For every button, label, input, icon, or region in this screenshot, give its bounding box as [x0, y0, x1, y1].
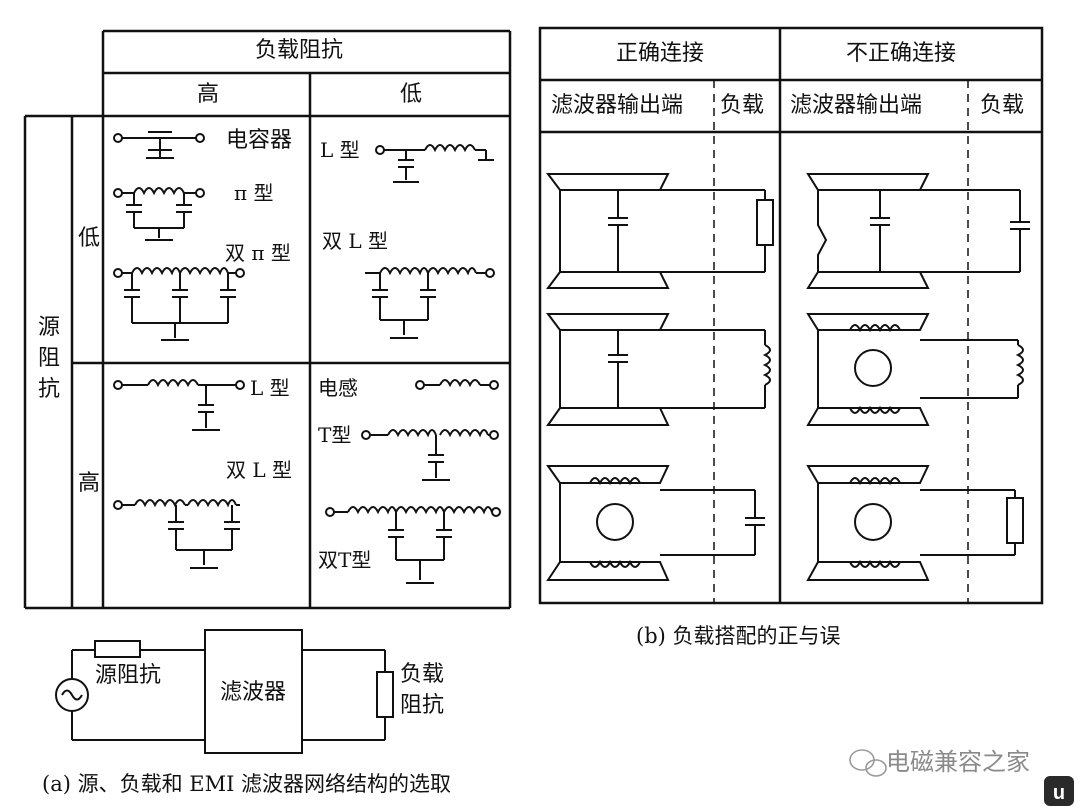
load-label-incorrect: 负载 — [980, 93, 1025, 118]
caption-b: (b) 负载搭配的正与误 — [636, 624, 841, 648]
double-t-type-label: 双T型 — [318, 548, 372, 572]
caption-a: (a) 源、负载和 EMI 滤波器网络结构的选取 — [42, 772, 452, 796]
l-type-label-top: L 型 — [320, 138, 360, 162]
t-type-label: T型 — [318, 423, 352, 447]
pi-type-label: π 型 — [234, 181, 274, 205]
app-corner-icon: u — [1044, 776, 1074, 806]
filter-label: 滤波器 — [220, 680, 287, 705]
row-low-label: 低 — [78, 226, 101, 251]
watermark-text: 电磁兼容之家 — [886, 748, 1030, 776]
right-table-grid — [538, 26, 1044, 605]
correct-connection-header: 正确连接 — [616, 41, 705, 66]
inductor-circuit — [415, 379, 499, 390]
load-label-correct: 负载 — [720, 93, 765, 118]
correct-ind-to-cap — [546, 465, 765, 581]
right-table-dashed — [713, 80, 969, 603]
double-pi-type-label: 双 π 型 — [225, 241, 291, 265]
source-filter-load-diagram — [55, 629, 394, 754]
incorrect-connection-header: 不正确连接 — [846, 41, 957, 66]
correct-cap-to-resistor — [546, 173, 774, 289]
row-high-label: 高 — [78, 471, 101, 496]
l-type-label-bottom: L 型 — [250, 376, 290, 400]
source-impedance-label: 源阻抗 — [95, 663, 162, 688]
load-impedance-label-line1: 负载 — [400, 662, 445, 687]
column-low-label: 低 — [400, 82, 423, 107]
load-impedance-label-line2: 阻抗 — [400, 693, 445, 718]
inductor-label: 电感 — [318, 376, 358, 400]
correct-cap-to-inductor — [546, 313, 771, 426]
column-high-label: 高 — [197, 82, 220, 107]
t-type-circuit — [361, 429, 499, 481]
pi-type-circuit — [113, 187, 205, 241]
source-impedance-row-header: 源阻抗 — [37, 315, 60, 402]
double-t-type-circuit — [325, 506, 501, 584]
capacitor-circuit — [113, 131, 205, 159]
l-type-circuit-top — [375, 144, 494, 183]
left-table-grid — [23, 29, 512, 610]
incorrect-cap-to-cap — [806, 173, 1030, 289]
double-pi-type-circuit — [113, 267, 245, 341]
filter-output-label-incorrect: 滤波器输出端 — [790, 93, 923, 118]
double-l-type-circuit-bottom — [113, 499, 240, 569]
incorrect-ind-to-resistor — [806, 465, 1024, 581]
double-l-type-circuit-top — [365, 267, 495, 339]
filter-output-label-correct: 滤波器输出端 — [551, 93, 684, 118]
svg-text:u: u — [1053, 782, 1065, 804]
double-l-type-label-bottom: 双 L 型 — [226, 458, 292, 482]
incorrect-ind-to-inductor — [806, 313, 1024, 426]
capacitor-label: 电容器 — [226, 128, 293, 153]
load-impedance-header: 负载阻抗 — [255, 38, 344, 63]
l-type-circuit-bottom — [113, 379, 245, 431]
wechat-logo-icon — [849, 749, 887, 777]
double-l-type-label-top: 双 L 型 — [322, 229, 388, 253]
